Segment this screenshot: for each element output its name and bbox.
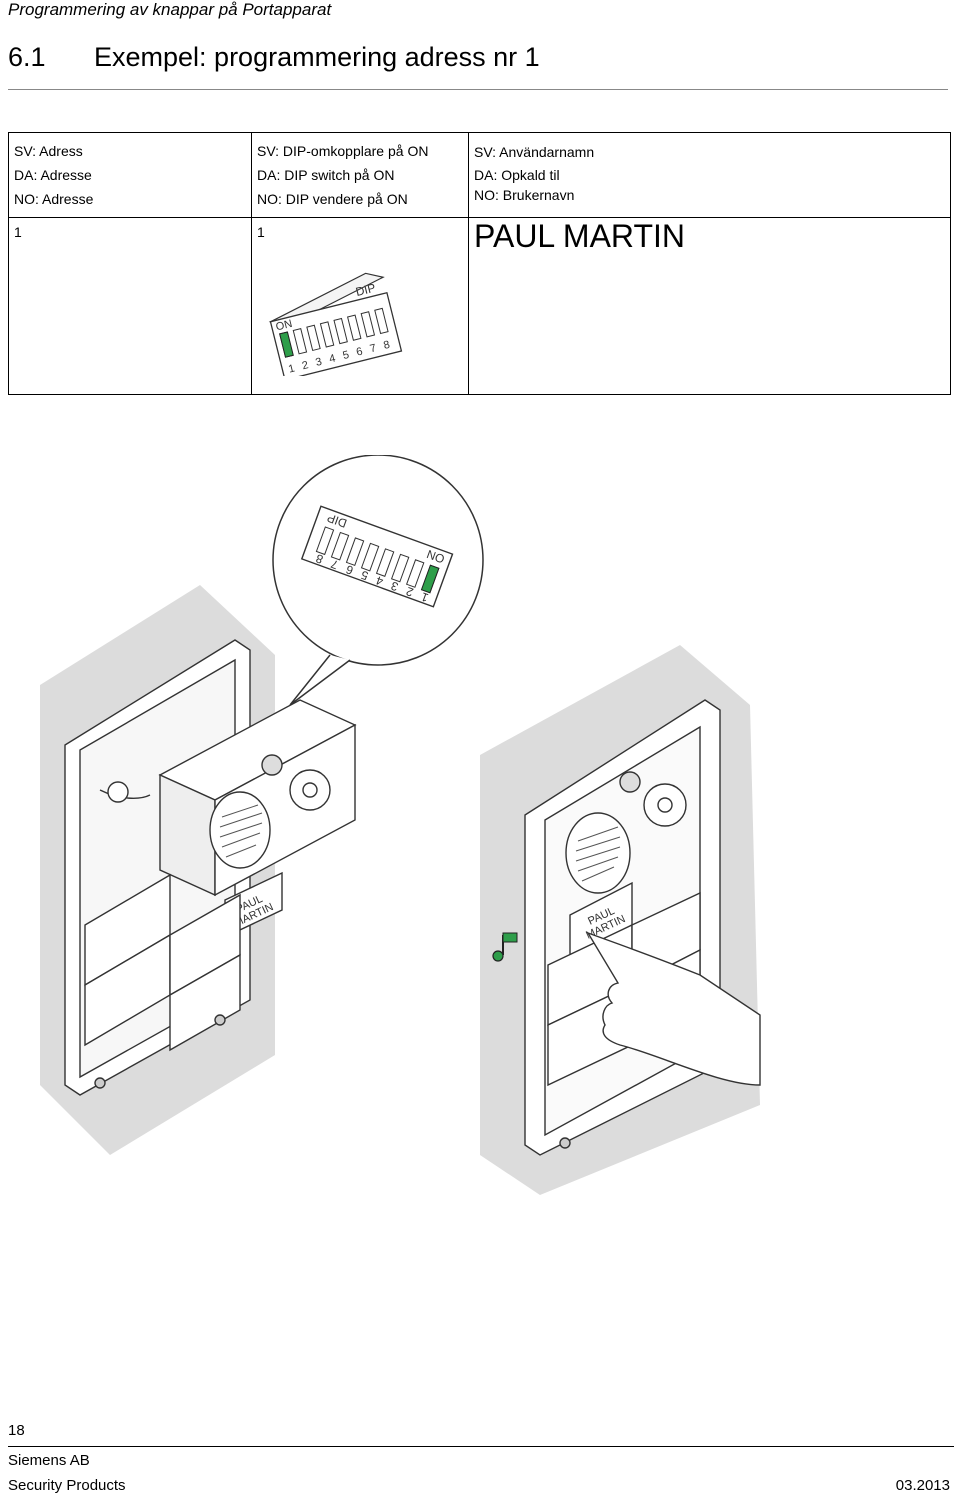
dip-header-cell: SV: DIP-omkopplare på ON DA: DIP switch …: [251, 132, 469, 218]
dip-switch-on-icon: [279, 331, 294, 358]
dip-number-label: 6: [344, 562, 355, 578]
page-number: 18: [8, 1422, 25, 1439]
dip-number-label: 4: [328, 352, 337, 365]
dip-slot: [405, 559, 425, 588]
dip-number-label: 2: [404, 584, 415, 600]
right-speaker-grille: [565, 812, 631, 894]
zoom-dip-label: DIP: [325, 511, 349, 531]
dip-slot: [330, 531, 350, 561]
footer-date: 03.2013: [895, 1477, 950, 1494]
sound-note-icon: [492, 932, 518, 962]
dip-slot: [390, 553, 410, 583]
username-da: DA: Opkald til: [474, 167, 560, 183]
dip-slot: [375, 548, 395, 577]
dip-slot: [333, 317, 348, 345]
dip-slot: [292, 328, 308, 355]
address-no: NO: Adresse: [14, 191, 94, 207]
dip-slot: [360, 311, 376, 338]
dip-number-label: 3: [314, 356, 323, 369]
address-da: DA: Adresse: [14, 167, 92, 183]
address-sv: SV: Adress: [14, 143, 83, 159]
dip-slot: [360, 542, 380, 572]
right-door-station: PAUL MARTIN: [524, 699, 761, 1156]
dip-da: DA: DIP switch på ON: [257, 167, 395, 183]
dip-number-label: 2: [301, 359, 310, 372]
zoom-dip-on-icon: [420, 564, 440, 594]
dip-sv: SV: DIP-omkopplare på ON: [257, 143, 429, 159]
dip-no: NO: DIP vendere på ON: [257, 191, 408, 207]
username-no: NO: Brukernavn: [474, 187, 575, 203]
left-door-station: PAUL MARTIN: [64, 639, 357, 1096]
zoom-pointer: [289, 654, 351, 706]
left-microphone: [261, 754, 283, 776]
dip-number-label: 4: [374, 573, 385, 589]
dip-slot: [315, 526, 335, 556]
address-header-cell: SV: Adress DA: Adresse NO: Adresse: [8, 132, 252, 218]
dip-number-label: 5: [359, 568, 370, 584]
dip-slot: [319, 321, 335, 348]
dip-number-label: 1: [287, 363, 296, 376]
finger-pressing-hand: [586, 931, 761, 1086]
dip-number-label: 3: [389, 578, 400, 594]
right-microphone: [619, 771, 641, 793]
dip-number-label: 7: [329, 557, 340, 573]
dip-slot: [374, 307, 389, 335]
dip-slot: [345, 537, 365, 567]
address-value-cell: 1: [8, 217, 252, 395]
heading-rule: [8, 89, 948, 90]
dip-number-label: 8: [314, 551, 325, 567]
username-header-cell: SV: Användarnamn DA: Opkald til NO: Bruk…: [468, 132, 951, 218]
table-header-row: SV: Adress DA: Adresse NO: Adresse SV: D…: [8, 132, 951, 218]
dip-number-label: 8: [382, 339, 391, 352]
footer-company: Siemens AB: [8, 1452, 90, 1469]
section-heading: 6.1 Exempel: programmering adress nr 1: [8, 42, 540, 73]
dip-number-label: 6: [355, 346, 364, 359]
dip-number-label: 5: [342, 349, 351, 362]
section-number: 6.1: [8, 42, 46, 72]
zoom-dip-on-label: ON: [425, 547, 447, 566]
dip-number-label: 1: [419, 589, 430, 605]
footer-division: Security Products: [8, 1477, 126, 1494]
footer-rule: [8, 1446, 954, 1447]
dip-label: DIP: [354, 281, 377, 299]
username-value-cell: PAUL MARTIN: [468, 217, 951, 395]
username-sv: SV: Användarnamn: [474, 144, 595, 160]
dip-number-label: 7: [369, 342, 378, 355]
dip-value: 1: [257, 224, 265, 240]
address-value: 1: [14, 224, 22, 240]
running-header: Programmering av knappar på Portapparat: [8, 0, 332, 19]
dip-on-label: ON: [275, 318, 294, 334]
dip-slot: [306, 324, 321, 352]
username-value: PAUL MARTIN: [474, 218, 685, 254]
programming-table: SV: Adress DA: Adresse NO: Adresse SV: D…: [8, 132, 951, 395]
section-title: Exempel: programmering adress nr 1: [94, 42, 540, 72]
dip-slot: [347, 314, 362, 341]
